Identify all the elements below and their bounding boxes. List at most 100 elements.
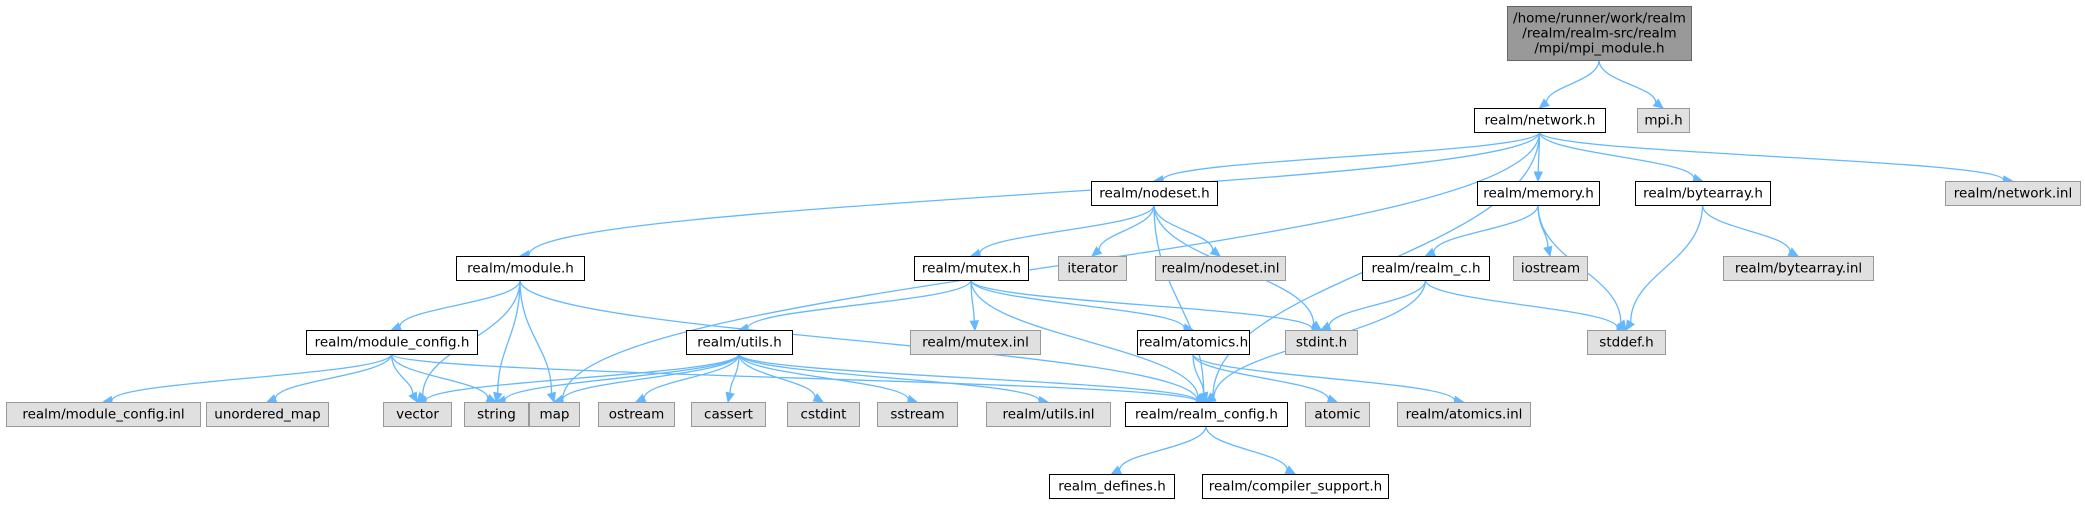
edge-utils-h-to-ostream: [643, 353, 740, 399]
edge-arrowhead: [390, 322, 403, 331]
edge-nodeset-h-to-realm-config-h: [1153, 204, 1205, 394]
edge-arrowhead: [1198, 391, 1209, 404]
node-mutex-h[interactable]: realm/mutex.h: [914, 256, 1029, 281]
edge-module-config-h-to-realm-config-h: [390, 353, 1198, 403]
edge-utils-h-to-cassert: [729, 353, 740, 394]
node-stdint-h: stdint.h: [1285, 330, 1358, 355]
node-utils-h[interactable]: realm/utils.h: [686, 330, 793, 355]
edge-realm-c-h-to-stdint-h: [1328, 279, 1427, 327]
node-label: map: [540, 407, 570, 423]
node-label: realm/bytearray.inl: [1735, 261, 1862, 277]
node-box: [1285, 330, 1358, 355]
node-nodeset-h[interactable]: realm/nodeset.h: [1091, 181, 1218, 206]
node-box: [383, 402, 452, 427]
edge-module-h-to-realm-config-h: [519, 279, 1198, 401]
edge-arrowhead: [812, 393, 825, 403]
edge-utils-h-to-map: [562, 353, 740, 401]
node-box: [1125, 402, 1288, 427]
node-box: [686, 330, 793, 355]
node-label: vector: [396, 407, 439, 423]
node-label: realm/module_config.inl: [22, 407, 184, 423]
edge-module-h-to-module-config-h: [399, 279, 521, 327]
node-label: realm_defines.h: [1058, 479, 1166, 495]
node-module-config-h[interactable]: realm/module_config.h: [306, 330, 478, 355]
edge-module-h-to-string: [497, 279, 521, 394]
node-box: [914, 256, 1029, 281]
node-box: [1587, 330, 1666, 355]
edge-module-config-h-to-string: [390, 353, 489, 399]
node-realm-defines-h[interactable]: realm_defines.h: [1049, 474, 1175, 499]
node-label: realm/mutex.inl: [922, 335, 1029, 351]
node-network-inl: realm/network.inl: [1945, 181, 2081, 206]
edge-arrowhead: [1787, 247, 1800, 257]
edge-realm-config-h-to-compiler-support-h: [1205, 425, 1288, 470]
node-label: realm/atomics.h: [1139, 335, 1248, 351]
node-module-h[interactable]: realm/module.h: [456, 256, 585, 281]
node-map: map: [529, 402, 580, 427]
edge-atomics-h-to-atomics-inl: [1192, 353, 1456, 401]
node-label: realm/utils.inl: [1002, 407, 1094, 423]
node-bytearray-inl: realm/bytearray.inl: [1723, 256, 1874, 281]
node-atomics-h[interactable]: realm/atomics.h: [1137, 330, 1250, 355]
node-vector: vector: [383, 402, 452, 427]
node-compiler-support-h[interactable]: realm/compiler_support.h: [1202, 474, 1389, 499]
edge-arrowhead: [1319, 321, 1332, 331]
edge-nodeset-h-to-mutex-h: [979, 204, 1155, 254]
edge-realm-config-h-to-realm-defines-h: [1118, 425, 1207, 471]
edge-bytearray-h-to-bytearray-inl: [1701, 204, 1791, 252]
edge-arrowhead: [546, 391, 557, 404]
node-box: [1513, 256, 1588, 281]
node-label: /realm/realm-src/realm: [1522, 26, 1676, 42]
edge-arrowhead: [265, 394, 278, 404]
edge-arrowhead: [485, 393, 498, 403]
edge-arrowhead: [725, 391, 735, 404]
edge-arrowhead: [1209, 246, 1221, 257]
edge-utils-h-to-string: [504, 353, 740, 401]
edge-arrowhead: [1543, 245, 1553, 258]
edge-arrowhead: [1625, 319, 1636, 332]
node-network-h[interactable]: realm/network.h: [1474, 108, 1606, 133]
node-box: [1723, 256, 1874, 281]
node-atomic: atomic: [1305, 402, 1370, 427]
edge-utils-h-to-realm-config-h: [738, 353, 1198, 402]
node-box: [1049, 474, 1175, 499]
edge-network-h-to-network-inl: [1538, 131, 2005, 181]
edge-arrowhead: [493, 391, 503, 404]
node-label: /home/runner/work/realm: [1513, 11, 1686, 27]
edge-utils-h-to-utils-inl: [738, 353, 1040, 402]
node-label: realm/network.h: [1485, 113, 1596, 129]
node-realm-c-h[interactable]: realm/realm_c.h: [1362, 256, 1490, 281]
edge-network-h-to-module-h: [528, 131, 1541, 256]
edge-module-config-h-to-module-config-inl: [111, 353, 393, 402]
node-label: /mpi/mpi_module.h: [1534, 41, 1664, 57]
edge-network-h-to-bytearray-h: [1538, 131, 1695, 179]
edge-bytearray-h-to-stddef-h: [1630, 204, 1704, 323]
node-memory-h[interactable]: realm/memory.h: [1477, 181, 1600, 206]
node-module-config-inl: realm/module_config.inl: [6, 402, 201, 427]
node-label: realm/module.h: [467, 261, 574, 277]
node-box: [1305, 402, 1370, 427]
node-iostream: iostream: [1513, 256, 1588, 281]
edge-realm-c-h-to-stddef-h: [1424, 279, 1618, 329]
edge-arrowhead: [1204, 393, 1217, 403]
edge-module-config-h-to-vector: [390, 353, 414, 395]
node-box: [306, 330, 478, 355]
node-box: [1155, 256, 1286, 281]
node-box: [529, 402, 580, 427]
edge-mutex-h-to-atomics-h: [970, 279, 1185, 329]
node-label: stdint.h: [1296, 335, 1347, 351]
edge-arrowhead: [1326, 394, 1339, 404]
node-realm-config-h[interactable]: realm/realm_config.h: [1125, 402, 1288, 427]
node-label: realm/bytearray.h: [1643, 186, 1763, 202]
node-cassert: cassert: [691, 402, 766, 427]
edge-module-h-to-map: [519, 279, 553, 394]
node-label: realm/compiler_support.h: [1209, 479, 1382, 495]
node-box: [598, 402, 675, 427]
node-bytearray-h[interactable]: realm/bytearray.h: [1635, 181, 1771, 206]
node-label: ostream: [609, 407, 665, 423]
node-box: [910, 330, 1041, 355]
node-mpi-module[interactable]: /home/runner/work/realm/realm/realm-src/…: [1507, 6, 1692, 61]
edge-utils-h-to-cstdint: [738, 353, 816, 398]
node-label: sstream: [890, 407, 944, 423]
edge-nodeset-h-to-iterator: [1098, 204, 1155, 251]
